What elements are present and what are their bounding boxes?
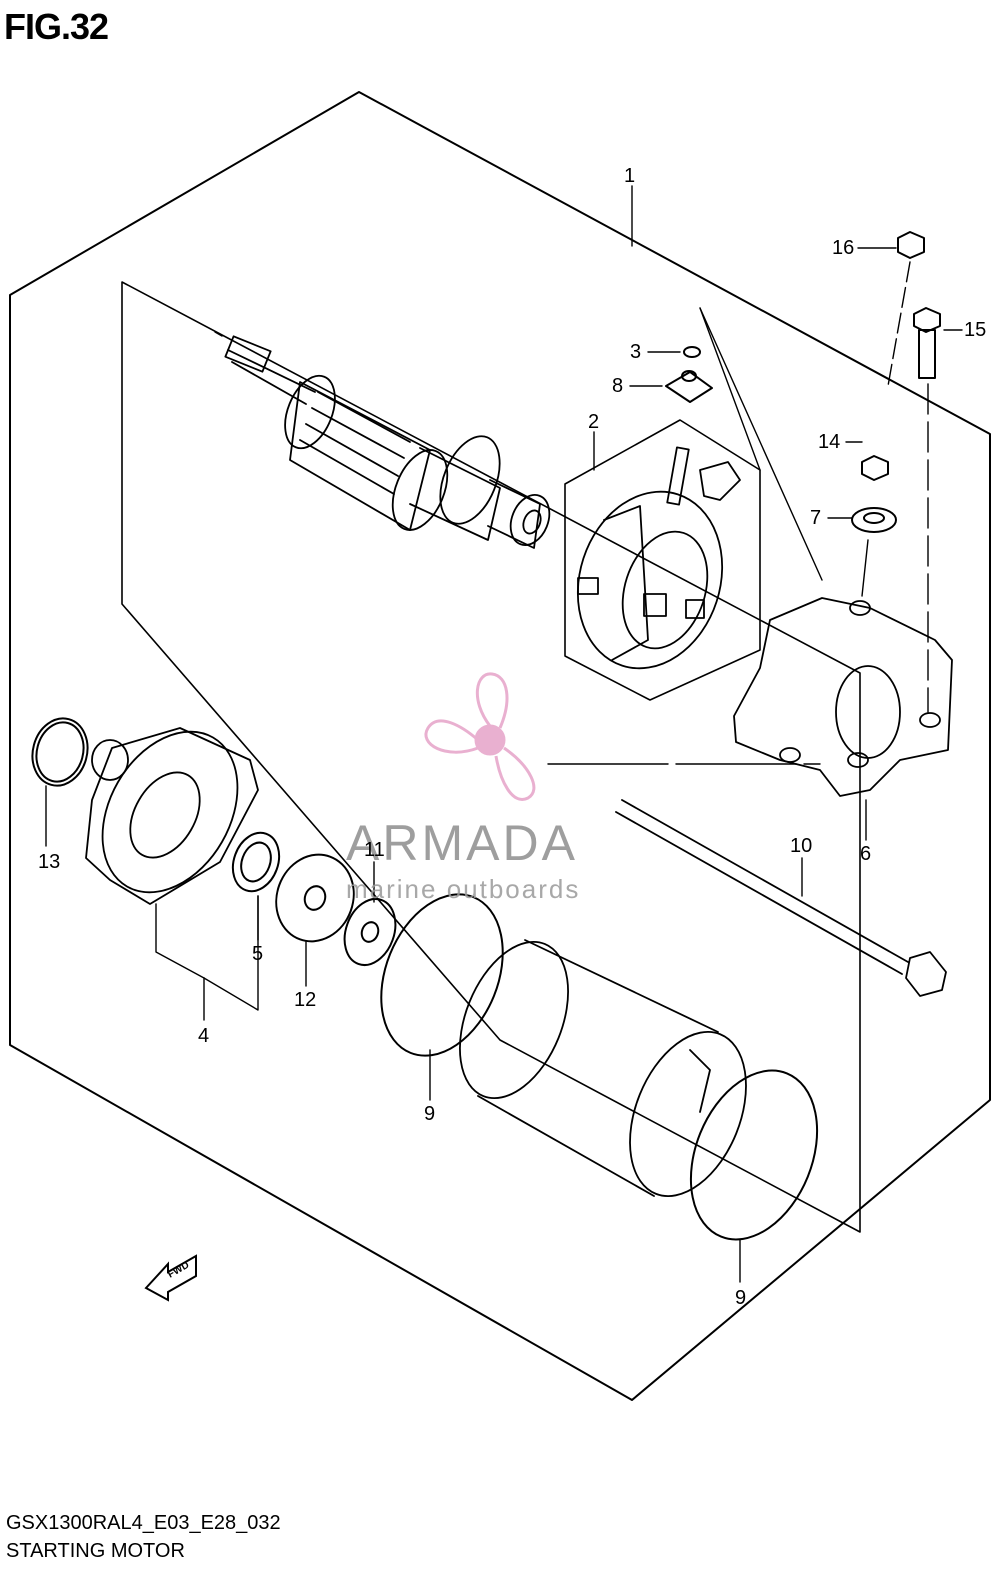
fwd-arrow: FWD [144, 1254, 197, 1302]
callout-6: 6 [860, 843, 871, 865]
callout-13: 13 [38, 851, 60, 873]
callout-7: 7 [810, 507, 821, 529]
part-16-nut [897, 231, 925, 259]
brush-holder [576, 446, 741, 670]
part-9-oring-left [380, 893, 504, 1057]
callout-10: 10 [790, 835, 812, 857]
callout-1: 1 [624, 165, 635, 187]
part-5-bearing [231, 831, 281, 893]
part-4-housing [85, 727, 259, 905]
callout-14: 14 [818, 431, 840, 453]
part-15-bolt [913, 307, 941, 379]
callout-16: 16 [832, 237, 854, 259]
callout-11: 11 [364, 839, 385, 861]
callout-15: 15 [964, 319, 986, 341]
armature-frame [121, 281, 861, 1233]
callout-3: 3 [630, 341, 641, 363]
figure-title: FIG.32 [4, 6, 109, 47]
diagram-name: STARTING MOTOR [6, 1540, 185, 1562]
part-11-washer [343, 898, 397, 966]
diagram-code: GSX1300RAL4_E03_E28_032 [6, 1512, 281, 1534]
callout-2: 2 [588, 411, 599, 433]
part-9-oring-right [689, 1069, 819, 1241]
part-6-housing [733, 597, 953, 797]
part-7-washer [851, 507, 897, 533]
armature [224, 335, 551, 549]
brush-holder-frame [564, 419, 761, 701]
callout-12: 12 [294, 989, 316, 1011]
callouts: 1 2 3 4 5 6 7 8 9 9 10 11 12 13 14 15 16 [38, 165, 986, 1309]
watermark-brand: ARMADA [346, 815, 578, 871]
assembly-frame-outer [9, 91, 991, 1401]
watermark: ARMADA marine outboards [346, 672, 580, 904]
propeller-logo-icon [424, 672, 536, 801]
callout-9-left: 9 [424, 1103, 435, 1125]
callout-9-right: 9 [735, 1287, 746, 1309]
watermark-tagline: marine outboards [346, 874, 580, 904]
callout-5: 5 [252, 943, 263, 965]
callout-4: 4 [198, 1025, 209, 1047]
callout-8: 8 [612, 375, 623, 397]
yoke [459, 939, 747, 1197]
part-10-bolt [615, 799, 947, 997]
part-3-oring [683, 346, 701, 358]
part-12-washer [275, 853, 355, 943]
part-14-nut [861, 455, 889, 481]
part-13-oring [31, 717, 89, 787]
part-8-plate [665, 371, 713, 403]
